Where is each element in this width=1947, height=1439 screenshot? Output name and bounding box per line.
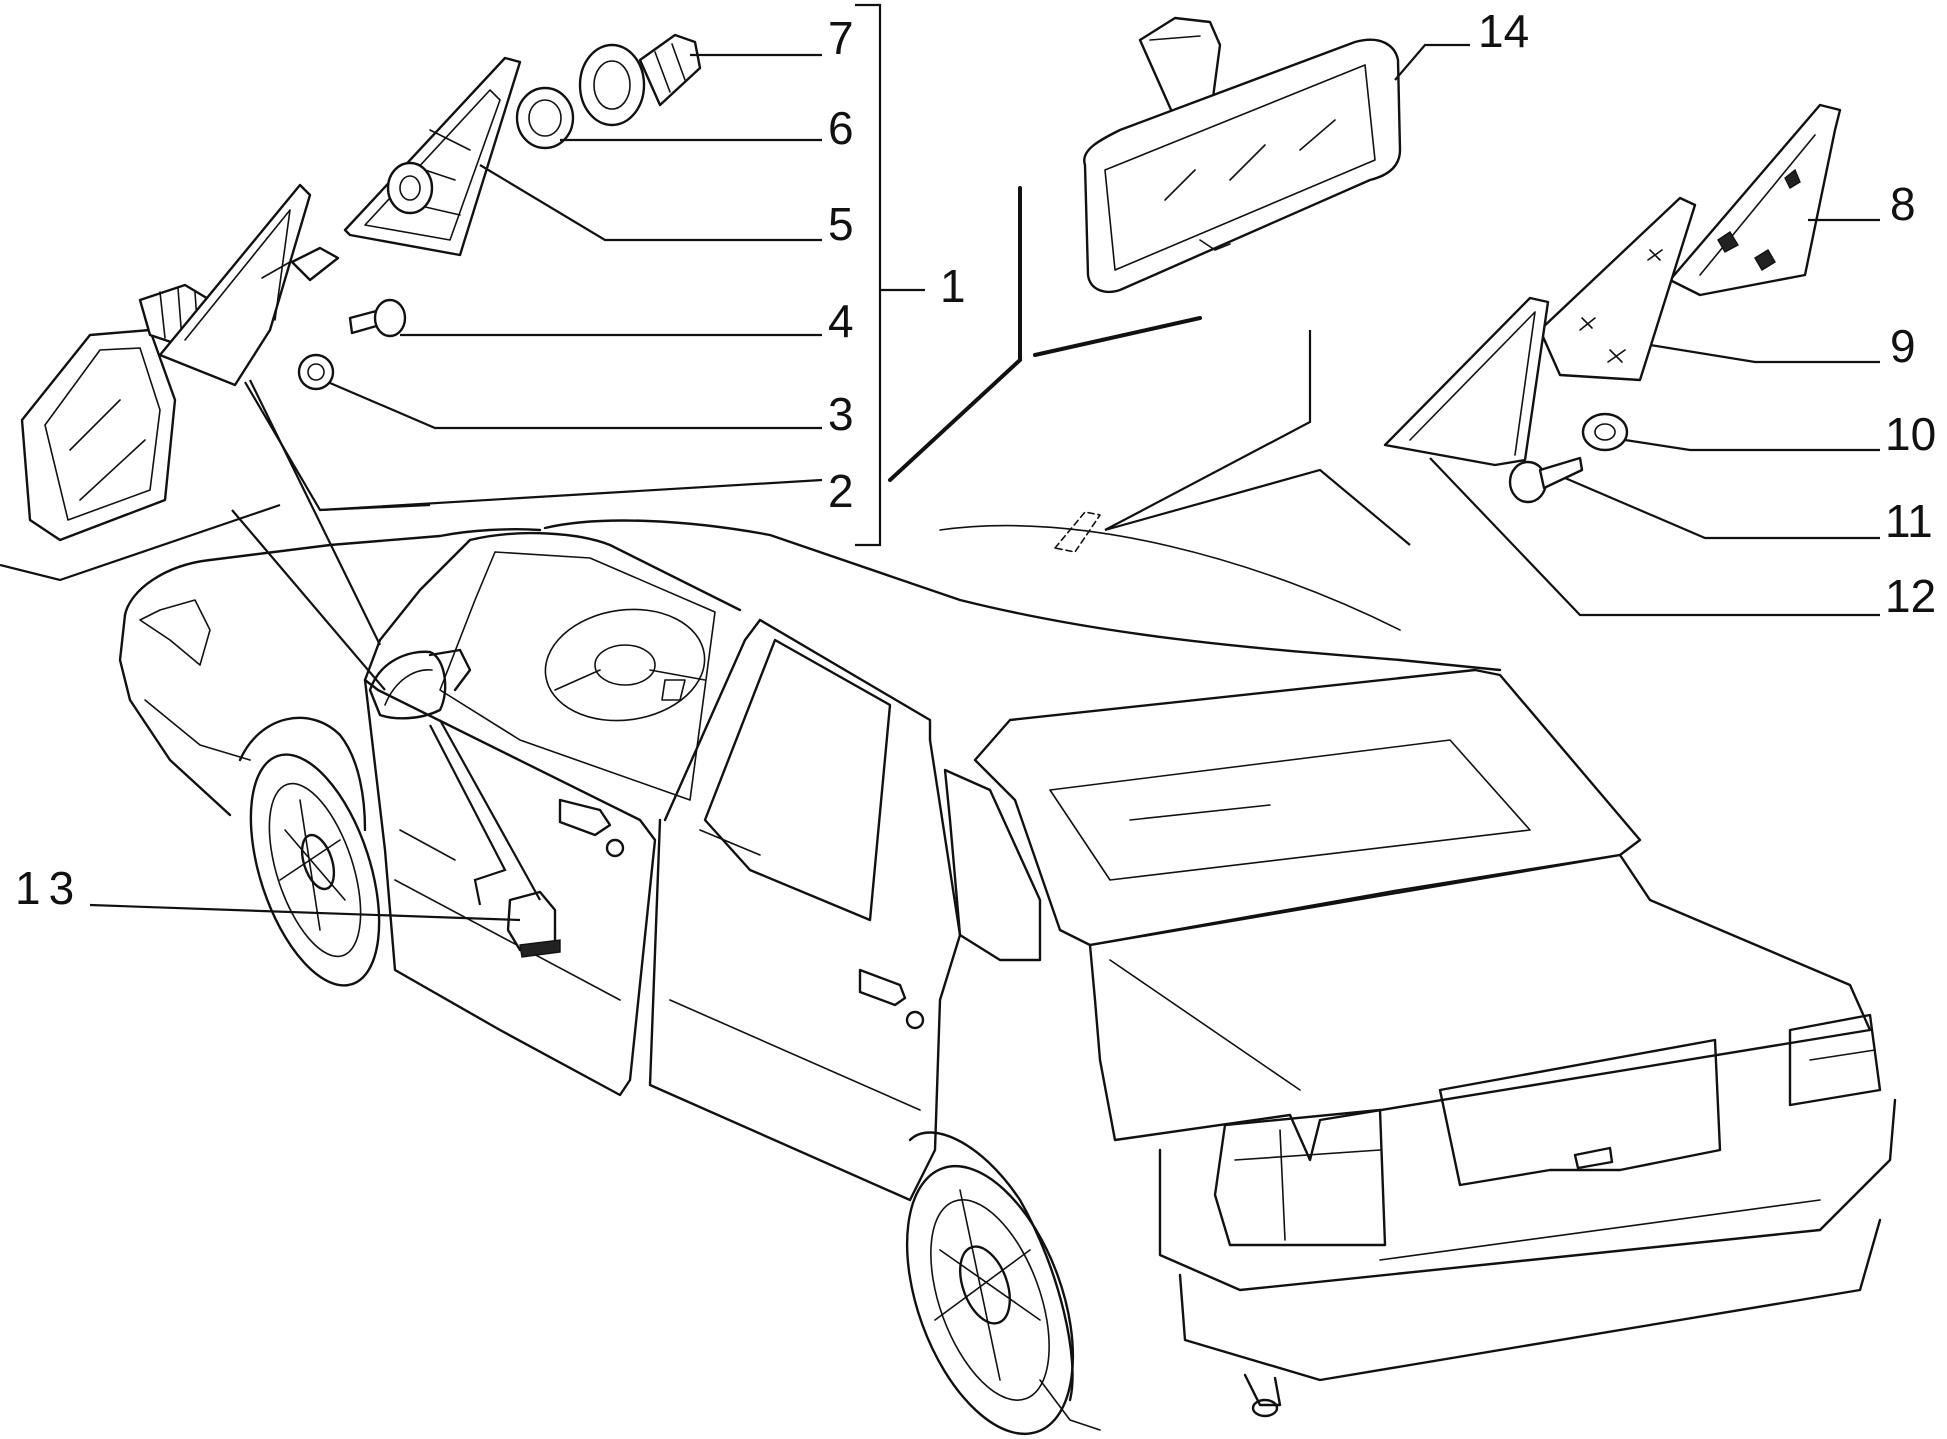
callout-8: 8 xyxy=(1890,178,1916,230)
callout-13: 13 xyxy=(15,862,82,914)
interior-mirror xyxy=(1083,16,1402,294)
car-illustration xyxy=(118,519,1897,1436)
callout-11: 11 xyxy=(1885,495,1933,547)
leader-lines xyxy=(0,3,1880,922)
callout-labels: 1 2 3 4 5 6 7 8 9 10 11 12 13 14 xyxy=(15,5,1936,914)
callout-7: 7 xyxy=(828,12,854,64)
callout-10: 10 xyxy=(1885,408,1936,460)
callout-9: 9 xyxy=(1890,320,1916,372)
callout-3: 3 xyxy=(828,388,854,440)
callout-1: 1 xyxy=(940,260,966,312)
callout-2: 2 xyxy=(828,465,854,517)
callout-14: 14 xyxy=(1478,5,1529,57)
exterior-mirror-assembly xyxy=(20,33,702,542)
callout-6: 6 xyxy=(828,102,854,154)
window-trim-panels xyxy=(1054,103,1842,553)
callout-5: 5 xyxy=(828,198,854,250)
callout-12: 12 xyxy=(1885,570,1936,622)
callout-4: 4 xyxy=(828,295,854,347)
